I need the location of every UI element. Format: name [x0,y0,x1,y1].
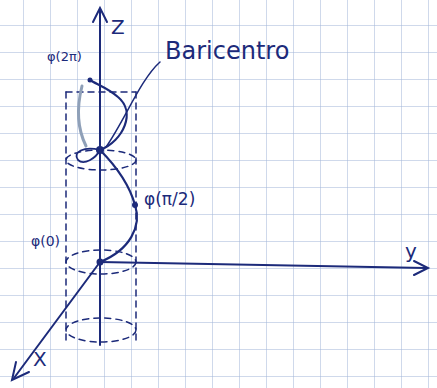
callout-label: Baricentro [164,38,290,64]
z-axis [99,10,101,345]
cylinder-edge [66,91,136,93]
x-arrowhead [12,362,29,380]
point-label: φ(2π) [46,50,83,64]
axis-label: y [404,240,418,262]
axis-label: X [32,348,48,370]
y-arrowhead [414,261,428,275]
cylinder-section [66,250,136,274]
curve-point [88,78,93,83]
cylinder-section [66,318,136,342]
cylinder-edge [65,92,67,345]
curve-point [97,259,104,266]
point-label: φ(π/2) [143,190,196,209]
leader-line [106,62,160,147]
point-label: φ(0) [30,234,61,249]
shading-stroke [79,86,86,146]
y-axis [100,262,426,268]
x-axis [14,262,100,378]
z-arrowhead [93,8,107,22]
axis-label: Z [110,16,126,38]
curve-point [132,202,138,208]
barycenter-dot [96,146,104,154]
